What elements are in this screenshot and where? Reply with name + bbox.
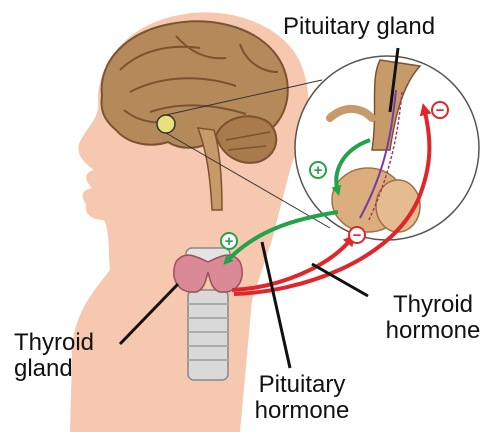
thyroid-gland-label: Thyroid gland	[14, 330, 94, 382]
svg-text:−: −	[436, 102, 445, 119]
pituitary-inset	[295, 56, 479, 240]
pituitary-hormone-text-2: hormone	[255, 398, 350, 424]
thyroid-gland-text-1: Thyroid	[14, 330, 94, 356]
thyroid-hormone-label: Thyroid hormone	[386, 292, 481, 344]
minus-sign-pituitary-icon: −	[349, 227, 365, 244]
pituitary-gland-label: Pituitary gland	[283, 14, 435, 40]
svg-text:−: −	[353, 227, 362, 244]
pituitary-gland-text: Pituitary gland	[283, 14, 435, 40]
svg-text:+: +	[314, 162, 323, 179]
svg-text:+: +	[225, 233, 234, 250]
thyroid-hormone-text-1: Thyroid	[386, 292, 481, 318]
pituitary-hormone-text-1: Pituitary	[255, 372, 350, 398]
thyroid-hormone-text-2: hormone	[386, 318, 481, 344]
thyroid-gland-text-2: gland	[14, 356, 94, 382]
plus-sign-thyroid-icon: +	[221, 233, 237, 250]
minus-sign-hypothalamus-icon: −	[432, 102, 448, 119]
pituitary-hormone-label: Pituitary hormone	[255, 372, 350, 424]
plus-sign-inset-icon: +	[310, 162, 326, 179]
